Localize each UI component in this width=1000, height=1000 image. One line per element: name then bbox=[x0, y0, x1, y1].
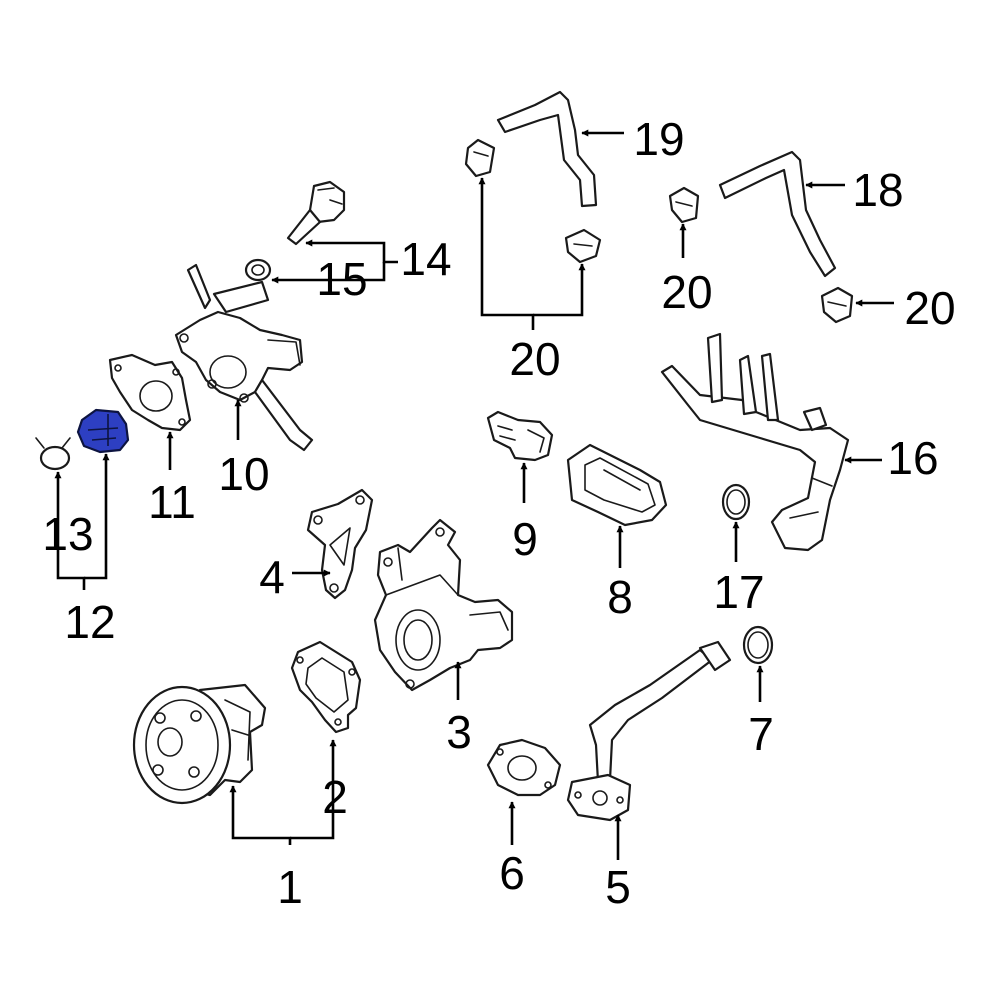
part-clamp-13[interactable] bbox=[35, 437, 71, 471]
part-water-pump[interactable] bbox=[132, 683, 267, 805]
callout-15[interactable]: 15 bbox=[316, 253, 367, 305]
callout-18[interactable]: 18 bbox=[852, 164, 903, 216]
part-pipe-gasket[interactable] bbox=[486, 738, 562, 797]
part-pump-housing[interactable] bbox=[373, 518, 514, 692]
callout-labels: 1 2 3 4 5 6 7 8 9 10 11 12 13 14 15 16 1… bbox=[42, 113, 955, 913]
part-bypass-pipe[interactable] bbox=[660, 332, 850, 552]
callout-7[interactable]: 7 bbox=[748, 708, 774, 760]
callout-8[interactable]: 8 bbox=[607, 571, 633, 623]
callout-6[interactable]: 6 bbox=[499, 847, 525, 899]
part-thermostat[interactable] bbox=[486, 410, 554, 462]
part-highlighted-sensor[interactable] bbox=[76, 408, 130, 454]
part-washer-15[interactable] bbox=[244, 258, 272, 282]
callout-1[interactable]: 1 bbox=[277, 861, 303, 913]
callout-20-right-upper[interactable]: 20 bbox=[661, 266, 712, 318]
callout-9[interactable]: 9 bbox=[512, 513, 538, 565]
part-hose-clamp-right-upper[interactable] bbox=[668, 186, 700, 224]
part-hose-clamp-upper-left[interactable] bbox=[464, 138, 496, 178]
callout-11[interactable]: 11 bbox=[148, 476, 196, 528]
callout-2[interactable]: 2 bbox=[322, 771, 348, 823]
part-hose-clamp-lower[interactable] bbox=[564, 228, 602, 264]
callout-14[interactable]: 14 bbox=[400, 233, 451, 285]
part-bracket[interactable] bbox=[306, 488, 374, 600]
part-hose-19[interactable] bbox=[496, 90, 598, 208]
part-coolant-outlet[interactable] bbox=[566, 443, 668, 527]
part-hose-18[interactable] bbox=[718, 150, 837, 278]
callout-4[interactable]: 4 bbox=[259, 551, 285, 603]
part-housing-gasket[interactable] bbox=[108, 353, 192, 432]
part-o-ring-17[interactable] bbox=[721, 483, 751, 521]
callout-19[interactable]: 19 bbox=[633, 113, 684, 165]
callout-17[interactable]: 17 bbox=[713, 566, 764, 618]
callout-20-bottom[interactable]: 20 bbox=[509, 333, 560, 385]
callout-16[interactable]: 16 bbox=[887, 432, 938, 484]
callout-20-right-lower[interactable]: 20 bbox=[904, 282, 955, 334]
part-temp-sensor[interactable] bbox=[286, 180, 346, 246]
callout-10[interactable]: 10 bbox=[218, 448, 269, 500]
part-pump-gasket[interactable] bbox=[290, 640, 362, 734]
part-water-outlet-housing[interactable] bbox=[174, 263, 314, 452]
part-coolant-pipe[interactable] bbox=[566, 640, 732, 822]
part-o-ring-7[interactable] bbox=[742, 625, 774, 665]
leader-lines bbox=[54, 129, 894, 860]
callout-5[interactable]: 5 bbox=[605, 861, 631, 913]
part-hose-clamp-right-lower[interactable] bbox=[820, 286, 854, 324]
callout-12[interactable]: 12 bbox=[64, 596, 115, 648]
callout-13[interactable]: 13 bbox=[42, 508, 93, 560]
callout-3[interactable]: 3 bbox=[446, 706, 472, 758]
